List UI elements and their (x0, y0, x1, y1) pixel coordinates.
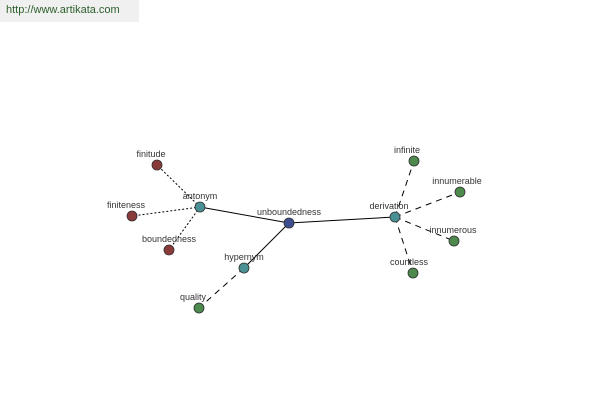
node-finitude-marker[interactable] (151, 159, 163, 171)
edge-center-hypernym (243, 222, 290, 269)
node-boundedness-marker[interactable] (163, 244, 175, 256)
nodes-layer: unboundedness antonym derivation hypernym fi… (107, 145, 482, 314)
node-finitude-label: finitude (136, 149, 165, 159)
node-quality-label: quality (180, 292, 207, 302)
node-derivation-marker[interactable] (389, 211, 401, 223)
edge-center-antonym (199, 206, 290, 224)
node-countless-marker[interactable] (407, 267, 419, 279)
node-antonym-label: antonym (183, 191, 218, 201)
node-boundedness[interactable]: boundedness (142, 234, 197, 256)
edges-layer (131, 160, 461, 309)
node-finiteness-marker[interactable] (126, 210, 138, 222)
edge-derivation-countless (394, 216, 414, 274)
node-finiteness-label: finiteness (107, 200, 146, 210)
node-innumerous-label: innumerous (429, 225, 477, 235)
edge-antonym-boundedness (168, 206, 201, 251)
node-antonym[interactable]: antonym (183, 191, 218, 213)
watermark-bar: http://www.artikata.com (0, 0, 139, 22)
node-infinite-marker[interactable] (408, 155, 420, 167)
node-innumerous[interactable]: innumerous (429, 225, 477, 247)
node-quality-marker[interactable] (193, 302, 205, 314)
node-countless[interactable]: countless (390, 257, 429, 279)
edge-hypernym-quality (198, 267, 245, 309)
edge-antonym-finiteness (131, 206, 201, 217)
node-infinite-label: infinite (394, 145, 420, 155)
node-derivation-label: derivation (369, 201, 408, 211)
node-finitude[interactable]: finitude (136, 149, 166, 171)
node-center-label: unboundedness (257, 207, 322, 217)
node-innumerous-marker[interactable] (448, 235, 460, 247)
node-innumerable-marker[interactable] (454, 186, 466, 198)
node-hypernym-label: hypernym (224, 252, 264, 262)
node-hypernym-marker[interactable] (238, 262, 250, 274)
node-boundedness-label: boundedness (142, 234, 197, 244)
node-innumerable[interactable]: innumerable (432, 176, 482, 198)
node-derivation[interactable]: derivation (369, 201, 409, 223)
node-infinite[interactable]: infinite (394, 145, 420, 167)
node-innumerable-label: innumerable (432, 176, 482, 186)
watermark-url: http://www.artikata.com (6, 4, 120, 16)
node-countless-label: countless (390, 257, 429, 267)
node-hypernym[interactable]: hypernym (224, 252, 264, 274)
edge-derivation-innumerable (394, 191, 461, 218)
node-antonym-marker[interactable] (194, 201, 206, 213)
node-quality[interactable]: quality (180, 292, 207, 314)
edge-center-derivation (288, 216, 396, 224)
node-center-marker[interactable] (283, 217, 295, 229)
edge-derivation-infinite (394, 160, 415, 218)
node-finiteness[interactable]: finiteness (107, 200, 146, 222)
node-center[interactable]: unboundedness (257, 207, 322, 229)
